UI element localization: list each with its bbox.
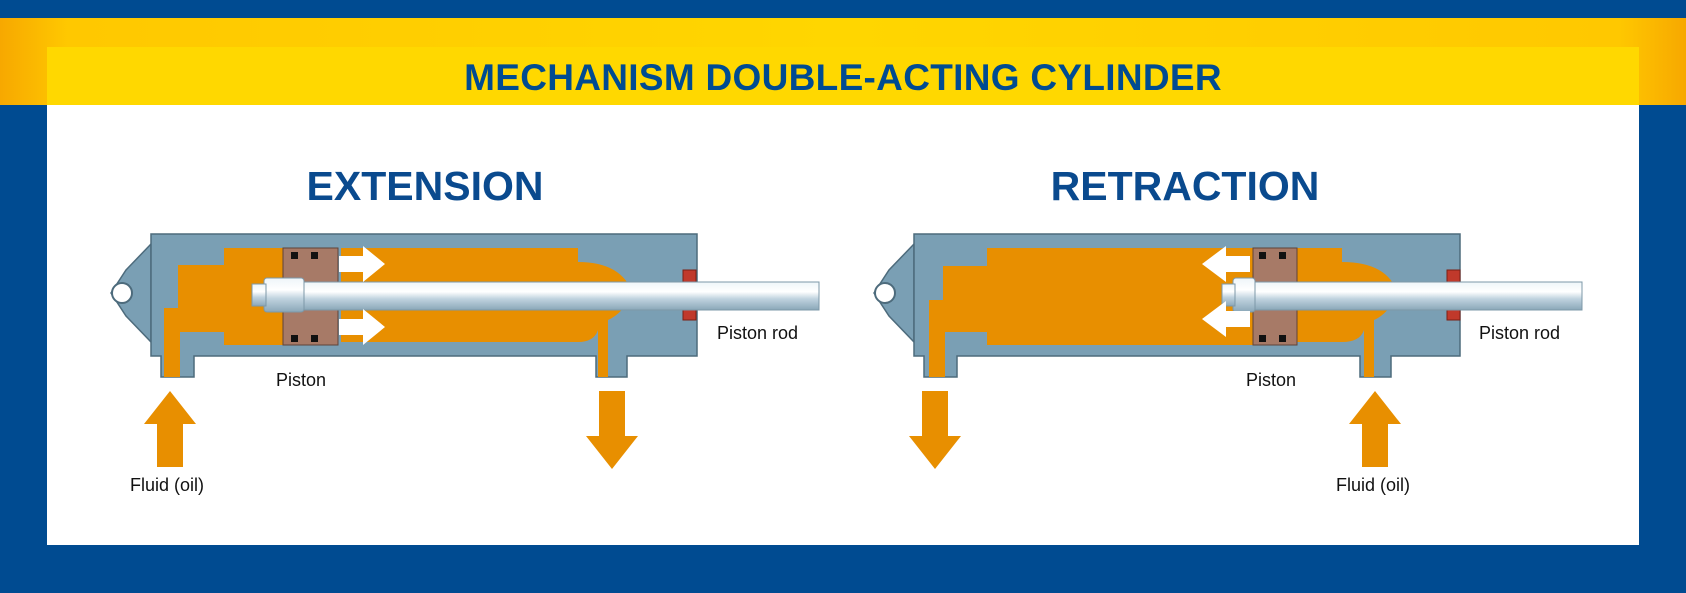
arrow-left-icon xyxy=(1202,246,1250,282)
retraction-heading: RETRACTION xyxy=(1050,163,1320,209)
piston-rod-icon xyxy=(251,277,820,313)
fluid-chamber-right xyxy=(1297,248,1398,377)
fluid-in-arrow-icon xyxy=(144,391,196,467)
mounting-eye-icon xyxy=(873,242,915,344)
arrow-right-icon xyxy=(339,246,385,282)
page-title: MECHANISM DOUBLE-ACTING CYLINDER xyxy=(464,57,1222,98)
fluid-out-arrow-icon xyxy=(586,391,638,469)
extension-heading: EXTENSION xyxy=(306,163,544,209)
piston-label: Piston xyxy=(1246,370,1297,390)
fluid-out-arrow-icon xyxy=(909,391,961,469)
mounting-eye-icon xyxy=(110,242,152,344)
rod-seal-top xyxy=(682,269,697,283)
fluid-chamber-left xyxy=(929,248,1254,377)
title-strip xyxy=(47,47,1639,105)
fluid-in-arrow-icon xyxy=(1349,391,1401,467)
piston-label: Piston xyxy=(276,370,327,390)
arrow-left-icon xyxy=(1202,301,1250,337)
piston-rod-label: Piston rod xyxy=(717,323,799,343)
piston-rod-icon xyxy=(1221,277,1583,313)
extension-cylinder xyxy=(110,233,820,469)
fluid-chamber-right xyxy=(341,248,633,377)
rod-seal-top xyxy=(1446,269,1461,283)
piston-rod-label: Piston rod xyxy=(1479,323,1561,343)
fluid-label: Fluid (oil) xyxy=(1336,475,1411,495)
fluid-label: Fluid (oil) xyxy=(130,475,205,495)
fluid-chamber-left xyxy=(164,248,285,377)
retraction-cylinder xyxy=(873,233,1583,469)
arrow-right-icon xyxy=(339,309,385,345)
